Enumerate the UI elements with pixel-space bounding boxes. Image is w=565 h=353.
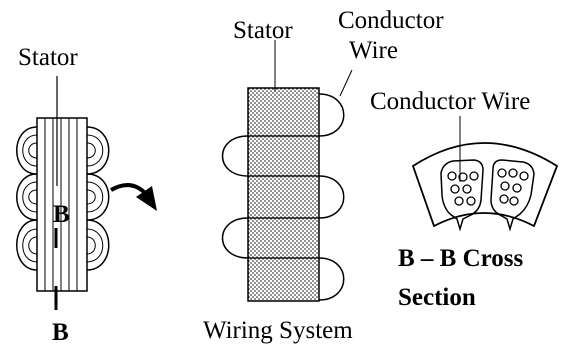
slot-left-conductors xyxy=(447,171,479,206)
cross-section-slot-left xyxy=(440,159,484,232)
middle-slot-lines xyxy=(248,135,319,259)
cross-section-sector xyxy=(411,142,559,228)
slot-right-conductors xyxy=(497,168,529,206)
cross-section-caption-line2: Section xyxy=(398,284,476,311)
cross-section-slot-right xyxy=(490,159,535,232)
conductor-wire-label-right: Conductor Wire xyxy=(370,88,531,115)
conductor-wire-label-line2: Wire xyxy=(349,37,398,64)
curved-arrow xyxy=(110,183,157,211)
middle-wire-loops xyxy=(221,93,345,301)
conductor-wire-label-line1: Conductor xyxy=(338,7,444,34)
left-stator-core xyxy=(36,117,88,292)
left-coil-bulges xyxy=(16,126,110,271)
section-marker-upper: B xyxy=(53,201,70,228)
stator-label-middle: Stator xyxy=(233,17,293,44)
section-marker-lower: B xyxy=(52,319,69,346)
left-stator-drawing xyxy=(16,76,110,310)
stator-label-left: Stator xyxy=(18,44,78,71)
cross-section-caption-line1: B – B Cross xyxy=(398,245,524,272)
cross-section-drawing xyxy=(411,116,559,232)
conductor-wire-leader xyxy=(339,69,353,97)
wiring-system-caption: Wiring System xyxy=(203,317,353,344)
middle-stator-slab xyxy=(247,87,320,302)
wiring-system-drawing xyxy=(221,40,353,302)
